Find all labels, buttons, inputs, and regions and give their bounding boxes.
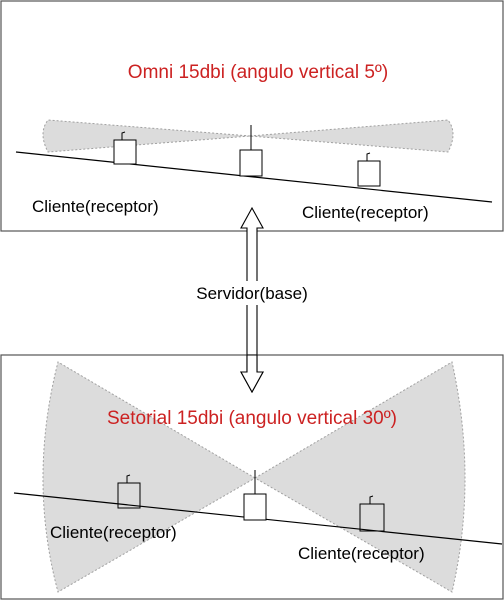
omni-beam-right — [249, 119, 454, 153]
top-client-left-label: Cliente(receptor) — [32, 197, 159, 216]
bottom-panel-title: Setorial 15dbi (angulo vertical 30º) — [107, 408, 397, 429]
server-label: Servidor(base) — [196, 284, 308, 303]
sector-beam-left — [42, 361, 256, 593]
double-arrow-lower — [240, 354, 264, 394]
top-panel: Omni 15dbi (angulo vertical 5º) Cliente(… — [0, 0, 504, 232]
bottom-client-right-label: Cliente(receptor) — [298, 544, 425, 563]
top-ground-line — [15, 151, 493, 203]
omni-beam-left — [42, 119, 251, 153]
top-client-right-label: Cliente(receptor) — [302, 203, 429, 222]
client-device-icon — [117, 474, 141, 509]
server-label-bg — [180, 281, 326, 305]
bottom-panel: Setorial 15dbi (angulo vertical 30º) Cli… — [0, 354, 504, 600]
client-device-icon — [357, 152, 381, 187]
bottom-client-left-label: Cliente(receptor) — [50, 523, 177, 542]
top-panel-title: Omni 15dbi (angulo vertical 5º) — [128, 62, 388, 83]
client-device-icon — [113, 131, 137, 165]
server-antenna-icon — [243, 470, 267, 521]
client-device-icon — [359, 495, 385, 532]
top-panel-frame — [0, 0, 504, 232]
server-antenna-icon — [239, 125, 263, 177]
